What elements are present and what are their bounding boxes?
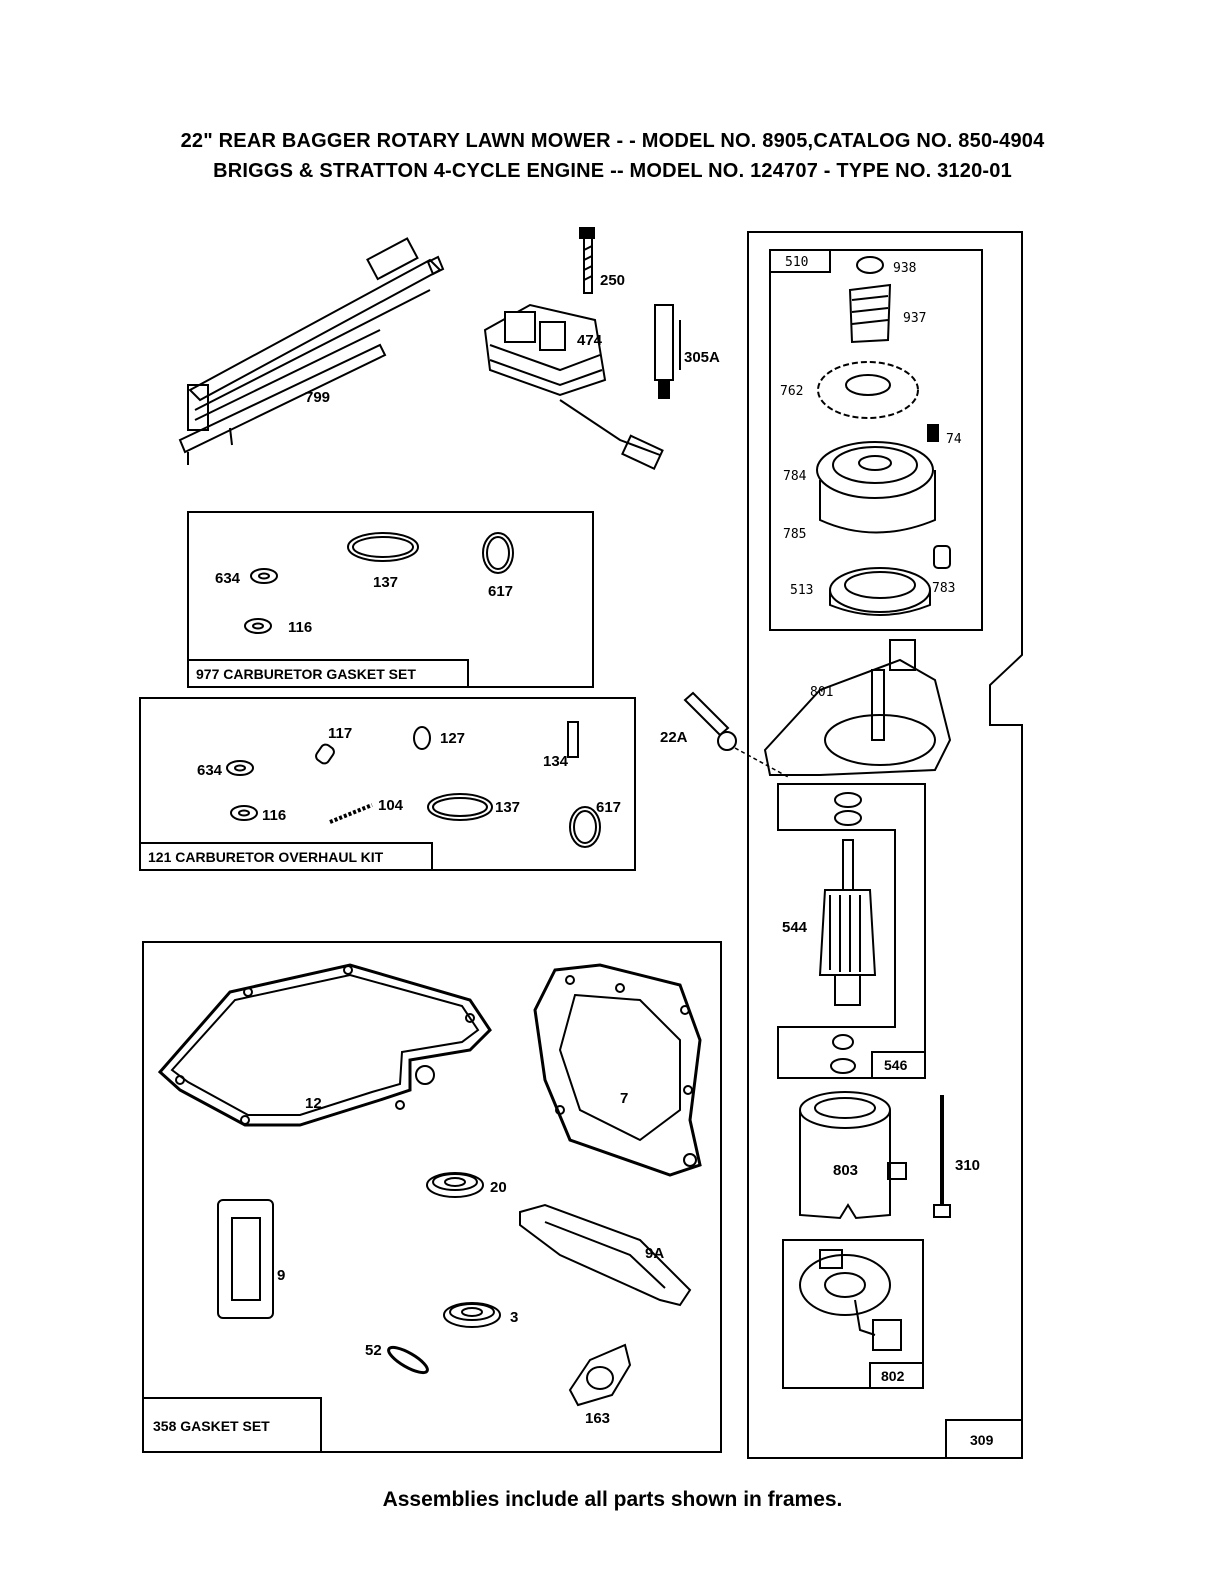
part-label-617-a: 617	[488, 583, 513, 600]
part-label-305A: 305A	[684, 349, 720, 366]
part-label-617-b: 617	[596, 799, 621, 816]
frame-121-label-box	[139, 842, 433, 871]
frame-358-label-box	[142, 1397, 322, 1453]
part-label-762: 762	[780, 384, 803, 399]
part-label-803: 803	[833, 1162, 858, 1179]
part-label-137-b: 137	[495, 799, 520, 816]
part-label-20: 20	[490, 1179, 507, 1196]
frame-309-label-box	[945, 1419, 1023, 1459]
part-label-12: 12	[305, 1095, 322, 1112]
frame-label-802: 802	[881, 1368, 905, 1384]
part-label-784: 784	[783, 469, 807, 484]
part-label-9: 9	[277, 1267, 285, 1284]
part-label-163: 163	[585, 1410, 610, 1427]
part-label-937: 937	[903, 311, 926, 326]
frame-546-label-box	[871, 1051, 926, 1079]
part-label-783: 783	[932, 581, 955, 596]
part-label-74: 74	[946, 432, 962, 447]
part-label-938: 938	[893, 261, 916, 276]
part-label-22A: 22A	[660, 729, 688, 746]
frame-121	[139, 697, 636, 871]
screw-250-drawing	[579, 227, 595, 294]
frame-label-510: 510	[785, 255, 808, 270]
frame-label-977: 977 CARBURETOR GASKET SET	[196, 666, 416, 682]
part-label-634-a: 634	[215, 570, 241, 587]
part-label-544: 544	[782, 919, 808, 936]
part-label-513: 513	[790, 583, 813, 598]
frame-802	[782, 1239, 924, 1389]
part-label-7: 7	[620, 1090, 628, 1107]
frame-802-label-box	[869, 1362, 924, 1389]
frame-546	[777, 783, 926, 1079]
footer-note: Assemblies include all parts shown in fr…	[382, 1488, 843, 1511]
spacer-305A-drawing	[654, 304, 681, 399]
part-label-127: 127	[440, 730, 465, 747]
armature-474-drawing	[483, 303, 664, 470]
part-label-785: 785	[783, 527, 806, 542]
part-label-474: 474	[577, 332, 603, 349]
frame-510-label-box	[769, 249, 831, 273]
frame-label-121: 121 CARBURETOR OVERHAUL KIT	[148, 849, 384, 865]
frame-label-309: 309	[970, 1432, 994, 1448]
part-label-250: 250	[600, 272, 625, 289]
header-line-2: BRIGGS & STRATTON 4-CYCLE ENGINE -- MODE…	[213, 160, 1012, 182]
part-label-799: 799	[305, 389, 330, 406]
part-label-104: 104	[378, 797, 404, 814]
part-label-310: 310	[955, 1157, 980, 1174]
part-label-116-a: 116	[288, 619, 312, 636]
header-line-1: 22" REAR BAGGER ROTARY LAWN MOWER - - MO…	[180, 130, 1045, 152]
frame-510	[769, 249, 983, 631]
part-label-801: 801	[810, 685, 833, 700]
part-label-634-b: 634	[197, 762, 223, 779]
screw-22A-drawing	[683, 691, 791, 779]
frame-977-label-box	[187, 659, 469, 688]
part-label-3: 3	[510, 1309, 518, 1326]
frame-309	[747, 231, 1023, 1459]
part-label-52: 52	[365, 1342, 382, 1359]
frame-label-358: 358 GASKET SET	[153, 1418, 270, 1434]
frame-label-546: 546	[884, 1057, 908, 1073]
part-label-137-a: 137	[373, 574, 398, 591]
part-label-134: 134	[543, 753, 569, 770]
wire-harness-799-drawing	[178, 237, 445, 465]
part-label-9A: 9A	[645, 1245, 664, 1262]
part-label-117: 117	[328, 725, 352, 742]
part-label-116-b: 116	[262, 807, 286, 824]
frame-358	[142, 941, 722, 1453]
